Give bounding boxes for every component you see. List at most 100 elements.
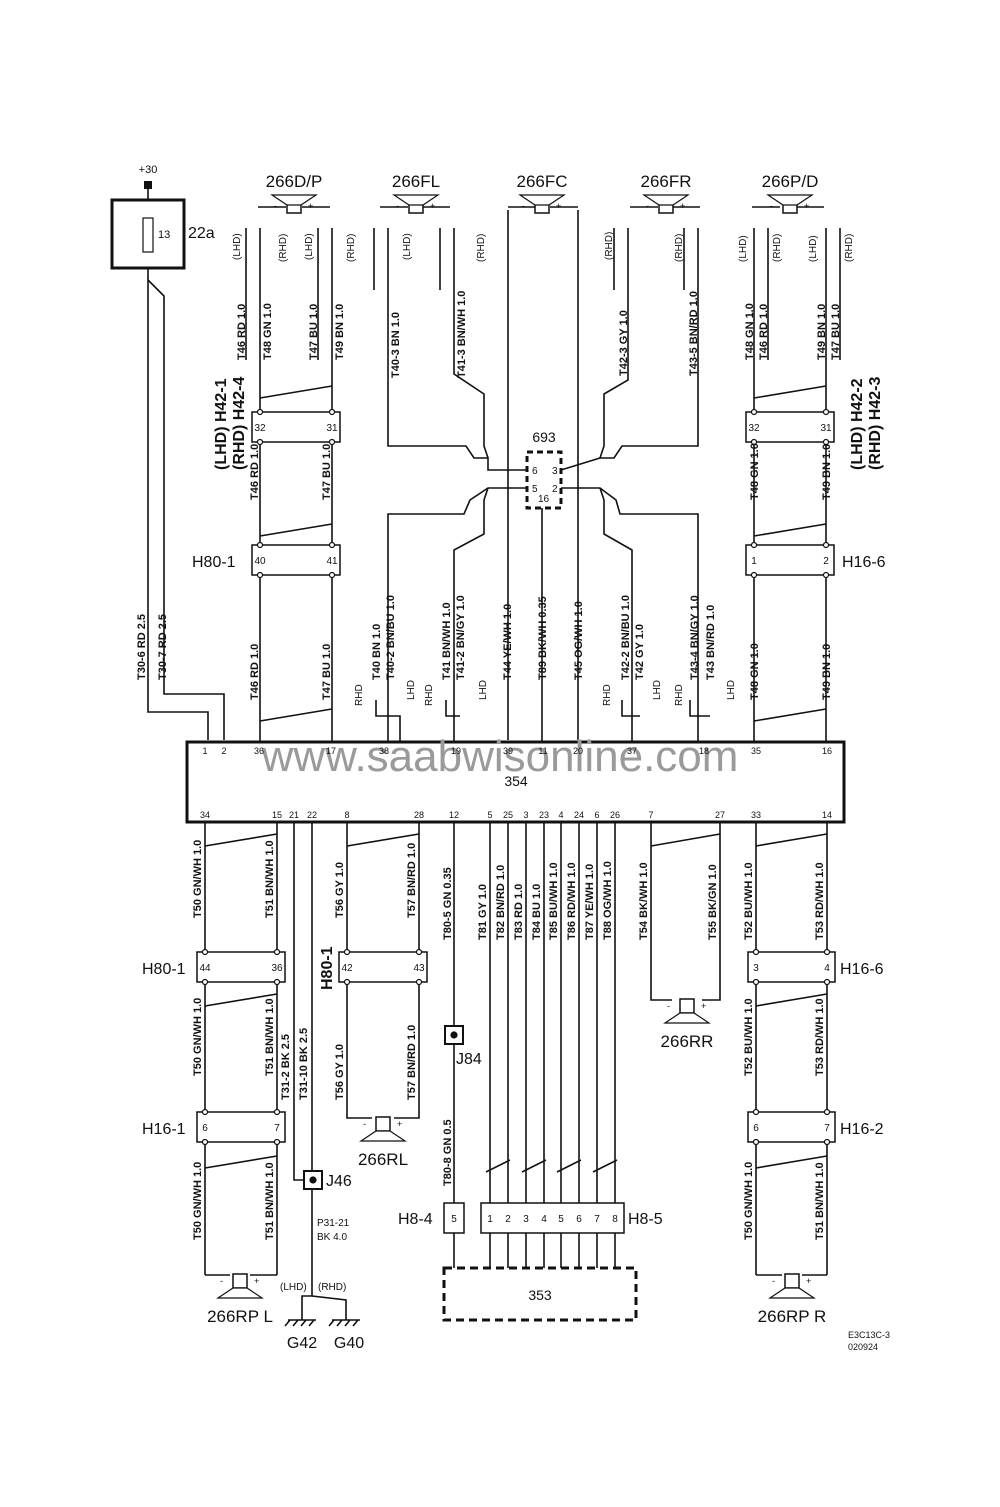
connector-pin	[822, 541, 830, 549]
wire-label: T57 BN/RD 1.0	[406, 1025, 418, 1100]
wire-label: T42-3 GY 1.0	[618, 310, 630, 376]
wire-label: T48 GN 1.0	[749, 643, 761, 700]
connector-pin	[822, 571, 830, 579]
pin-number: 5	[532, 484, 538, 495]
svg-text:-: -	[274, 201, 277, 211]
wire-label: T51 BN/WH 1.0	[814, 1162, 826, 1240]
unit-693	[525, 450, 563, 510]
svg-text:+: +	[556, 201, 561, 211]
fuse-13	[142, 217, 154, 253]
connector-h80-1-mid	[338, 951, 428, 983]
connector-pin	[822, 408, 830, 416]
speaker-266pd: -+	[766, 194, 814, 214]
wire-label: T49 BN 1.0	[821, 444, 833, 500]
drive-tag: RHD	[674, 684, 685, 706]
unit-354	[185, 740, 846, 824]
marks: -+-+-+-+-+-+-+-+-+	[110, 181, 846, 1322]
wire-label: T57 BN/RD 1.0	[406, 843, 418, 918]
svg-text:+: +	[254, 1276, 259, 1286]
connector-pin	[750, 571, 758, 579]
connector-h80-1-top	[251, 544, 341, 576]
connector-label: H80-1	[319, 946, 336, 990]
wire-label: T30-7 RD 2.5	[157, 614, 169, 680]
wire-label: T42 GY 1.0	[634, 624, 646, 680]
pin-number: 1	[751, 556, 757, 567]
connector-h16-2	[747, 1111, 836, 1143]
pin-number: 22	[307, 810, 317, 820]
pin-number: 18	[699, 746, 709, 756]
svg-text:-: -	[646, 201, 649, 211]
connector-pin	[201, 1138, 209, 1146]
wire-label: T56 GY 1.0	[334, 1044, 346, 1100]
wire-label: T47 BU 1.0	[321, 444, 333, 500]
wire-label: T55 BK/GN 1.0	[707, 864, 719, 940]
pin-number: 3	[753, 963, 759, 974]
wire-label: T85 BU/WH 1.0	[548, 862, 560, 940]
pin-number: 31	[820, 423, 832, 434]
speaker-label: 266D/P	[266, 172, 323, 191]
pin-number: 2	[505, 1214, 511, 1225]
wire-label: T43-5 BN/RD 1.0	[688, 291, 700, 376]
wire-label: T47 BU 1.0	[830, 304, 842, 360]
drive-tag: RHD	[424, 684, 435, 706]
pin-number: 4	[541, 1214, 547, 1225]
connector-pin	[450, 1031, 458, 1039]
svg-text:+: +	[680, 201, 685, 211]
svg-text:-: -	[396, 201, 399, 211]
pin-number: 7	[274, 1123, 280, 1134]
drive-tag: (RHD)	[476, 234, 487, 262]
speaker-266dp: -+	[270, 194, 318, 214]
wire-label: T46 RD 1.0	[758, 304, 770, 360]
pin-number: 3	[523, 1214, 529, 1225]
pin-number: 6	[576, 1214, 582, 1225]
connector-label: (LHD) H42-1	[213, 378, 230, 470]
pin-number: 27	[715, 810, 725, 820]
connector-pin	[752, 1108, 760, 1116]
pin-number: 8	[344, 810, 349, 820]
connector-pin	[256, 408, 264, 416]
connector-h42-2	[745, 411, 835, 443]
pin-number: 6	[594, 810, 599, 820]
svg-text:+: +	[806, 1276, 811, 1286]
pin-number: 28	[414, 810, 424, 820]
diagram-date: 020924	[848, 1342, 878, 1352]
wire-label: T43-4 BN/GY 1.0	[689, 595, 701, 680]
wire-label: T51 BN/WH 1.0	[264, 840, 276, 918]
wire-label: T87 YE/WH 1.0	[584, 864, 596, 940]
connector-pin	[823, 1108, 831, 1116]
connector-pin	[309, 1176, 317, 1184]
pin-number: 5	[558, 1214, 564, 1225]
connector-h16-6-right	[747, 951, 836, 983]
wire-label: T49 BN 1.0	[816, 304, 828, 360]
wire-label: T80-5 GN 0.35	[442, 867, 454, 940]
pin-number: 26	[610, 810, 620, 820]
connector-h8-5	[480, 1202, 625, 1234]
connector-label: H80-1	[192, 554, 236, 571]
connector-pin	[256, 438, 264, 446]
pin-number: 39	[503, 746, 513, 756]
pin-number: 3	[523, 810, 528, 820]
wire-label: T50 GN/WH 1.0	[192, 998, 204, 1076]
drive-tag: (LHD)	[738, 235, 749, 262]
supply-label: +30	[139, 164, 158, 176]
connector-label: H16-6	[840, 961, 884, 978]
wire-label: T49 BN 1.0	[334, 304, 346, 360]
wire-label: T52 BU/WH 1.0	[743, 862, 755, 940]
pin-number: 24	[574, 810, 584, 820]
pin-number: 3	[552, 466, 558, 477]
speaker-label: 266RP L	[207, 1307, 273, 1326]
pin-number: 35	[751, 746, 761, 756]
svg-text:+: +	[397, 1119, 402, 1129]
pin-number: 11	[538, 746, 547, 756]
pin-number: 21	[289, 810, 299, 820]
wire-label: T42-2 BN/BU 1.0	[620, 595, 632, 680]
pin-number: 36	[254, 746, 264, 756]
wire-label: T30-6 RD 2.5	[136, 614, 148, 680]
wire-label: T45 OG/WH 1.0	[573, 601, 585, 680]
wire-label: T83 RD 1.0	[513, 884, 525, 940]
connector-pin	[823, 948, 831, 956]
speaker-266rpl: -+	[216, 1273, 264, 1299]
pin-number: 14	[822, 810, 832, 820]
wire-label: T80-8 GN 0.5	[442, 1119, 454, 1186]
